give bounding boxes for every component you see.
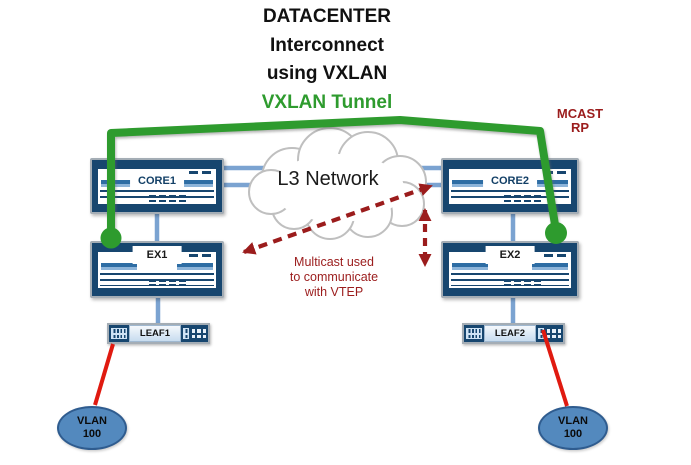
ex1-stripes-icon	[100, 273, 214, 286]
leaf2-label: LEAF2	[483, 325, 536, 342]
multicast-arrow-diagonal	[242, 183, 433, 255]
device-leaf1: LEAF1	[107, 323, 210, 344]
ex2-faceplate: EX2	[449, 246, 571, 288]
leaf1-label: LEAF1	[128, 325, 181, 342]
core1-port-dashes-icon	[189, 171, 211, 174]
vlan-left-line-2: 100	[82, 428, 102, 440]
leaf1-port-grid-icon	[111, 328, 127, 339]
l3-network-label: L3 Network	[277, 168, 379, 190]
ex2-vent-dashes-icon	[504, 279, 541, 286]
core2-port-dashes-icon	[544, 171, 566, 174]
core2-label: CORE2	[483, 174, 537, 188]
ex1-vent-dashes-icon	[149, 279, 186, 286]
ex1-faceplate: EX1	[98, 246, 216, 288]
note-line-1: Multicast used	[294, 255, 374, 269]
core1-label: CORE1	[130, 174, 184, 188]
leaf1-led-grid-icon	[191, 329, 206, 338]
ex2-label: EX2	[485, 246, 535, 264]
mcast-line-1: MCAST	[556, 106, 604, 121]
leaf2-mini-port-icon	[537, 328, 544, 339]
leaf1-mini-port-icon	[182, 328, 189, 339]
ex2-port-dashes-icon	[544, 254, 566, 257]
ex1-left-bar-icon	[101, 263, 137, 270]
title-line-1: DATACENTER	[262, 6, 392, 27]
note-line-2: to communicate	[289, 270, 379, 284]
core1-vent-dashes-icon	[149, 195, 186, 202]
device-leaf2: LEAF2	[462, 323, 565, 344]
vlan-100-left: VLAN 100	[57, 406, 127, 450]
vxlan-tunnel-label: VXLAN Tunnel	[261, 91, 393, 113]
device-ex1: EX1	[90, 241, 224, 298]
diagram-title: DATACENTER Interconnect using VXLAN VXLA…	[237, 3, 417, 117]
vlan-right-line-2: 100	[563, 428, 583, 440]
ex2-right-bar-icon	[532, 263, 568, 270]
ex1-label: EX1	[132, 246, 182, 264]
title-line-3: using VXLAN	[266, 63, 388, 84]
vlan-100-right: VLAN 100	[538, 406, 608, 450]
device-core2: CORE2	[441, 158, 579, 214]
core1-faceplate: CORE1	[98, 169, 216, 204]
link-leaf1-vlan	[93, 343, 115, 406]
ex1-port-dashes-icon	[189, 254, 211, 257]
device-ex2: EX2	[441, 241, 579, 298]
ex2-left-bar-icon	[452, 263, 488, 270]
mcast-rp-label: MCAST RP	[545, 107, 615, 135]
leaf2-port-grid-icon	[466, 328, 482, 339]
core2-vent-dashes-icon	[504, 195, 541, 202]
ex1-right-bar-icon	[177, 263, 213, 270]
vlan-right-line-1: VLAN	[558, 415, 588, 427]
core2-right-bar-icon	[532, 180, 568, 187]
leaf2-led-grid-icon	[546, 329, 561, 338]
multicast-note: Multicast used to communicate with VTEP	[262, 255, 406, 300]
core2-faceplate: CORE2	[449, 169, 571, 204]
note-line-3: with VTEP	[304, 285, 364, 299]
vlan-left-line-1: VLAN	[77, 415, 107, 427]
title-line-2: Interconnect	[269, 34, 385, 56]
mcast-line-2: RP	[570, 120, 590, 135]
device-core1: CORE1	[90, 158, 224, 214]
